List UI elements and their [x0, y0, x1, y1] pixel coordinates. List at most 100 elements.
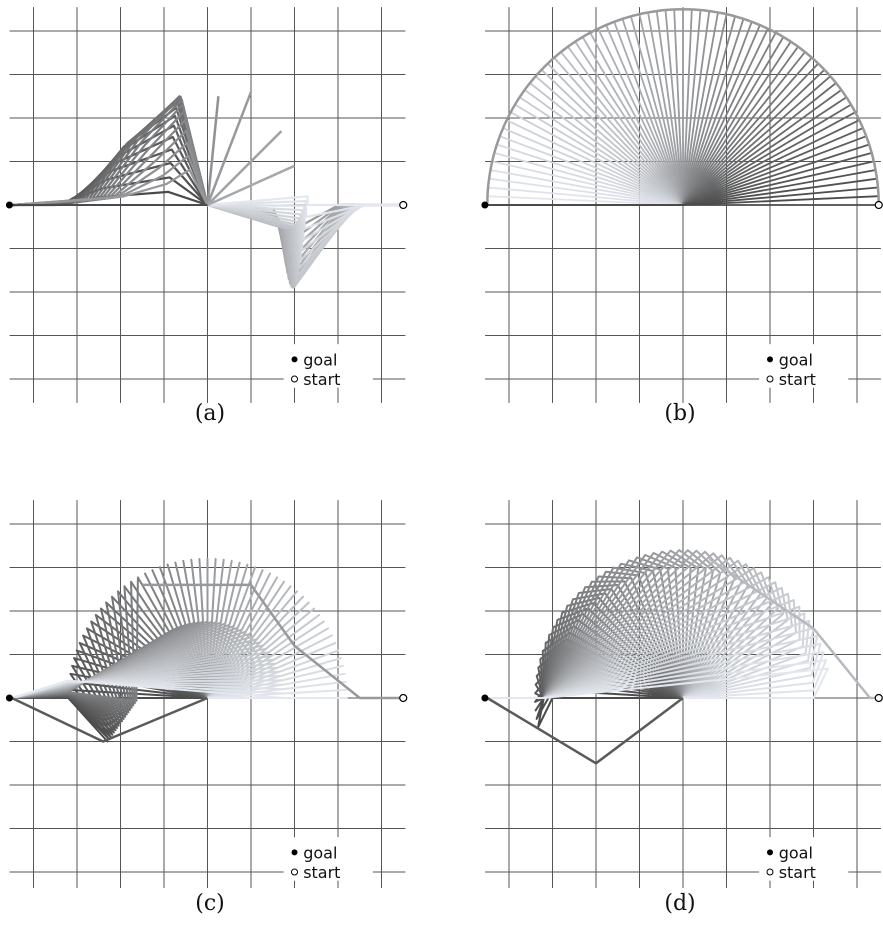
legend-goal-label: goal: [779, 350, 813, 369]
panel-a-caption: (a): [194, 401, 226, 426]
arm-configuration: [682, 75, 831, 206]
arm-configuration: [682, 28, 769, 206]
arm-configuration: [499, 135, 684, 206]
legend-background: [283, 837, 373, 881]
arm-configuration: [540, 69, 684, 206]
arm-configuration: [682, 177, 878, 206]
arm-configuration: [535, 75, 684, 206]
arm-configuration: [510, 111, 684, 206]
arm-configuration: [682, 12, 719, 206]
arm-configuration: [581, 36, 684, 206]
arm-configuration: [613, 21, 684, 206]
arm-configuration: [519, 96, 684, 206]
arm-configuration: [682, 18, 745, 206]
arm-configuration: [487, 667, 829, 699]
arm-configuration: [597, 28, 684, 206]
arm-configuration: [11, 176, 209, 207]
arm-configuration: [547, 62, 684, 206]
arm-configuration: [682, 127, 864, 206]
arm-configuration: [206, 164, 296, 207]
panel-b-caption: (b): [664, 401, 696, 426]
arm-configuration: [206, 91, 253, 206]
arm-configuration: [491, 160, 684, 206]
arm-configuration: [142, 583, 404, 700]
arm-configuration: [682, 46, 799, 206]
arm-configuration: [682, 51, 806, 206]
arm-configuration: [655, 10, 684, 206]
arm-configuration: [488, 177, 684, 206]
arm-configuration: [664, 9, 684, 206]
arm-configuration: [574, 41, 684, 206]
panel-d-caption: (d): [664, 891, 696, 916]
arm-configuration: [206, 96, 220, 206]
arm-configuration: [487, 195, 684, 206]
arm-configuration: [682, 195, 879, 206]
arm-configuration: [11, 103, 209, 207]
arm-configuration: [682, 13, 728, 206]
arm-configuration: [682, 89, 842, 206]
legend-goal-label: goal: [303, 843, 337, 862]
legend-start-label: start: [303, 863, 340, 882]
arm-configuration: [682, 16, 736, 206]
arm-configuration: [682, 41, 792, 206]
panel-c-caption: (c): [195, 891, 225, 916]
legend-background: [283, 344, 373, 388]
arm-configuration: [647, 12, 684, 206]
goal-marker-icon: [767, 849, 773, 856]
arm-configuration: [553, 57, 684, 206]
start-point-icon: [874, 693, 883, 703]
arm-configuration: [682, 152, 872, 206]
arm-configuration: [630, 16, 684, 206]
legend-background: [759, 344, 849, 388]
arm-configuration: [487, 186, 684, 206]
legend-goal-label: goal: [303, 350, 337, 369]
arm-configuration: [11, 168, 209, 207]
arm-configuration: [682, 169, 876, 206]
legend-background: [759, 837, 849, 881]
arm-configuration: [682, 10, 711, 206]
arm-configuration: [682, 57, 813, 206]
arm-configuration: [682, 103, 852, 206]
goal-marker-icon: [291, 356, 298, 363]
start-marker-icon: [291, 868, 298, 876]
arm-configuration: [487, 697, 683, 729]
arm-configuration: [682, 186, 879, 206]
arm-configuration: [496, 143, 684, 206]
arm-configuration: [682, 82, 837, 206]
arm-configuration: [560, 51, 684, 206]
arm-configuration: [11, 679, 348, 699]
arm-configuration: [673, 9, 684, 206]
start-marker-icon: [766, 868, 774, 876]
arm-configuration: [621, 18, 684, 206]
goal-marker-icon: [767, 356, 773, 363]
arm-configuration: [605, 24, 684, 206]
arm-configuration: [506, 119, 684, 206]
goal-point-icon: [5, 694, 13, 702]
start-point-icon: [399, 200, 408, 210]
arm-configuration: [682, 143, 870, 206]
goal-marker-icon: [291, 849, 298, 856]
legend-goal-label: goal: [779, 843, 813, 862]
arm-configuration: [682, 111, 856, 206]
arm-configuration: [682, 69, 826, 206]
start-point-icon: [399, 693, 408, 703]
goal-point-icon: [481, 694, 489, 702]
arm-configuration: [494, 152, 684, 206]
arm-configuration: [682, 9, 702, 206]
arm-configuration: [11, 696, 208, 743]
arm-configuration: [589, 32, 684, 206]
arm-configuration: [682, 160, 875, 206]
arm-configuration: [682, 9, 693, 206]
arm-configuration: [206, 130, 283, 206]
arm-configuration: [682, 135, 867, 206]
start-marker-icon: [766, 375, 774, 383]
arm-configuration: [502, 127, 684, 206]
arm-configuration: [682, 119, 860, 206]
legend-start-label: start: [303, 370, 340, 389]
